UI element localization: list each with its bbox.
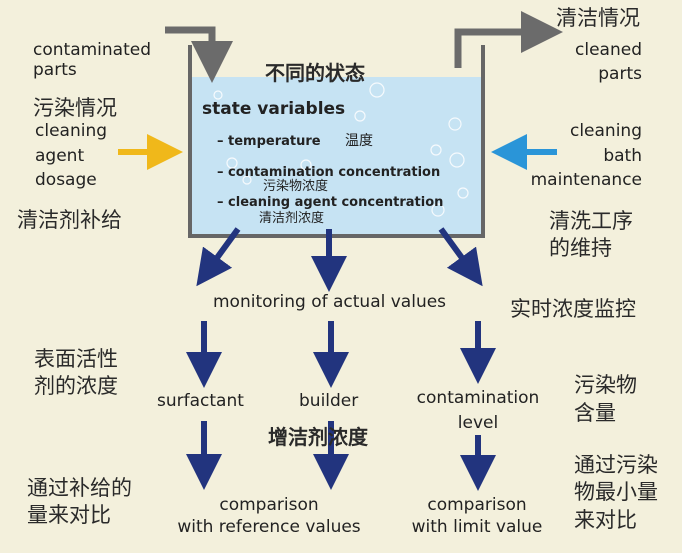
limit-zh-line-1: 通过污染 xyxy=(574,453,658,477)
maintenance-line-3: maintenance xyxy=(530,170,642,191)
bubbles xyxy=(213,82,469,217)
surfactant-label: surfactant xyxy=(157,391,244,411)
contamination-zh: 污染物 含量 xyxy=(574,371,637,428)
reference-line-2: with reference values xyxy=(177,517,361,538)
contaminated-parts-label: contaminated parts xyxy=(33,40,151,80)
surfactant-zh-line-1: 表面活性 xyxy=(34,347,118,371)
tank-title-zh: 不同的状态 xyxy=(265,61,365,85)
reference-comparison-zh: 通过补给的 量来对比 xyxy=(27,475,132,530)
monitoring-zh: 实时浓度监控 xyxy=(510,297,636,321)
maintenance-label: cleaning bath maintenance xyxy=(531,119,642,193)
parts-out-arrow xyxy=(454,11,563,68)
maintenance-zh-line-1: 清洗工序 xyxy=(549,209,633,233)
surfactant-zh: 表面活性 剂的浓度 xyxy=(34,346,118,401)
contaminated-parts-line-1: contaminated xyxy=(33,40,151,60)
contaminated-parts-zh: 污染情况 xyxy=(33,96,117,120)
limit-zh-line-2: 物最小量 xyxy=(574,480,658,505)
reference-zh-line-1: 通过补给的 xyxy=(27,476,132,500)
maintenance-line-1: cleaning xyxy=(569,121,642,141)
parts-in-arrow xyxy=(165,26,233,83)
builder-zh: 增洁剂浓度 xyxy=(268,425,368,449)
contamination-level-label: contamination level xyxy=(405,386,551,435)
state-temperature-zh: 温度 xyxy=(345,133,373,149)
limit-line-1: comparison xyxy=(427,495,527,515)
tank-to-monitor-arrow-right xyxy=(438,227,483,287)
state-cleaning-agent-zh: 清洁剂浓度 xyxy=(259,211,325,226)
limit-zh-line-3: 来对比 xyxy=(574,507,637,532)
builder-label: builder xyxy=(299,391,359,411)
tank-to-monitor-arrow-left xyxy=(196,227,241,287)
cleaned-parts-zh: 清洁情况 xyxy=(556,6,640,30)
cleaned-parts-line-1: cleaned xyxy=(575,40,642,60)
state-temperature: – temperature xyxy=(217,134,321,149)
cleaned-parts-label: cleaned parts xyxy=(575,39,642,87)
monitoring-label: monitoring of actual values xyxy=(213,292,447,312)
dosage-line-3: dosage xyxy=(35,170,97,191)
limit-comparison-zh: 通过污染 物最小量 来对比 xyxy=(574,452,658,534)
contamination-zh-line-1: 污染物 xyxy=(574,373,637,397)
cleaned-parts-line-2: parts xyxy=(598,63,642,84)
state-contamination: – contamination concentration xyxy=(217,165,441,180)
maintenance-zh-line-2: 的维持 xyxy=(549,236,612,261)
state-cleaning-agent: – cleaning agent concentration xyxy=(217,195,444,210)
surfactant-zh-line-2: 剂的浓度 xyxy=(34,374,118,399)
dosage-line-1: cleaning xyxy=(35,121,108,141)
limit-line-2: with limit value xyxy=(411,517,543,538)
tank-wall xyxy=(188,45,485,238)
tank-title: state variables xyxy=(202,99,346,119)
dosage-line-2: agent xyxy=(35,145,85,166)
maintenance-zh: 清洗工序 的维持 xyxy=(549,208,633,263)
contamination-zh-line-2: 含量 xyxy=(574,401,616,426)
contamination-line-1: contamination xyxy=(416,388,540,408)
reference-line-1: comparison xyxy=(219,495,319,515)
contamination-line-2: level xyxy=(457,412,499,433)
bath-liquid xyxy=(190,77,483,236)
state-contamination-zh: 污染物浓度 xyxy=(263,179,329,194)
limit-comparison-label: comparison with limit value xyxy=(396,494,558,538)
maintenance-line-2: bath xyxy=(603,145,642,166)
reference-zh-line-2: 量来对比 xyxy=(27,503,111,528)
dosage-label: cleaning agent dosage xyxy=(35,119,107,193)
reference-comparison-label: comparison with reference values xyxy=(158,494,380,538)
dosage-zh: 清洁剂补给 xyxy=(17,208,122,232)
contaminated-parts-line-2: parts xyxy=(33,59,77,80)
